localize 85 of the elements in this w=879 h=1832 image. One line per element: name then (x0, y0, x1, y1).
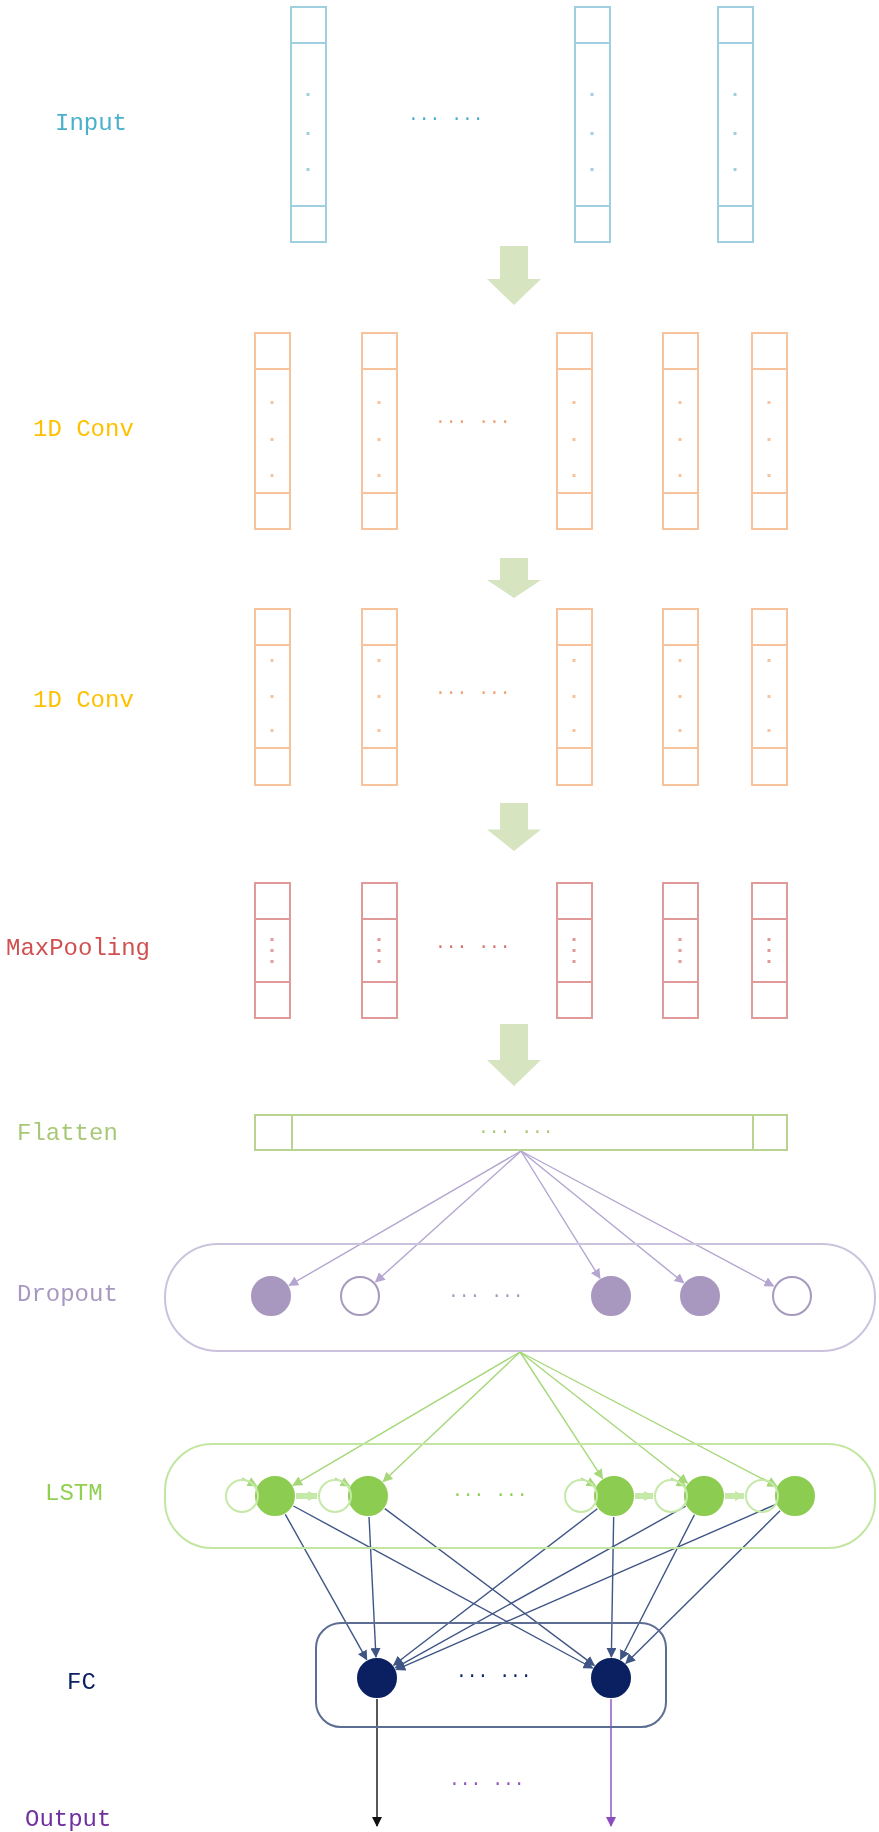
ellipsis: ··· ··· (435, 684, 511, 702)
feature-column (361, 882, 398, 1019)
arrow (520, 1150, 601, 1279)
neuron-circle (357, 1658, 397, 1698)
neuron-circle (564, 1479, 598, 1513)
layer-group-box (315, 1622, 667, 1728)
block-arrow (487, 803, 541, 851)
neuron-circle (680, 1276, 720, 1316)
layer-label: LSTM (45, 1482, 103, 1506)
neuron-circle (654, 1479, 688, 1513)
ellipsis: ··· ··· (408, 110, 484, 128)
arrow (374, 1150, 522, 1283)
neuron-circle (775, 1476, 815, 1516)
feature-column (556, 882, 593, 1019)
ellipsis: ··· ··· (478, 1123, 554, 1141)
layer-label: Dropout (17, 1283, 118, 1307)
arrow (635, 1491, 654, 1501)
neuron-circle (594, 1476, 634, 1516)
layer-label: FC (67, 1671, 96, 1695)
arrow (520, 1150, 685, 1284)
arrow (625, 1510, 781, 1664)
ellipsis: ··· ··· (448, 1287, 524, 1305)
feature-column (662, 332, 699, 530)
arrow (670, 1477, 687, 1487)
arrow (520, 1150, 775, 1287)
feature-column (290, 6, 327, 243)
neuron-circle (684, 1476, 724, 1516)
feature-column (751, 608, 788, 786)
ellipsis: ··· ··· (452, 1486, 528, 1504)
arrow (368, 1516, 381, 1658)
ellipsis: ··· ··· (435, 938, 511, 956)
neuron-circle (255, 1476, 295, 1516)
feature-column (361, 608, 398, 786)
block-arrow (487, 246, 541, 305)
neuron-circle (591, 1276, 631, 1316)
feature-column (662, 608, 699, 786)
ellipsis: ··· ··· (449, 1775, 525, 1793)
arrow (761, 1477, 778, 1487)
block-arrow (487, 558, 541, 598)
ellipsis: ··· ··· (456, 1667, 532, 1685)
arrow (292, 1505, 594, 1669)
layer-group-box (164, 1443, 876, 1549)
ellipsis: ··· ··· (435, 413, 511, 431)
neuron-circle (251, 1276, 291, 1316)
feature-column (254, 608, 291, 786)
arrow (725, 1491, 745, 1501)
feature-column (556, 332, 593, 530)
arrow (284, 1513, 368, 1661)
layer-label: 1D Conv (33, 689, 134, 713)
arrow (334, 1477, 351, 1487)
layer-label: Input (55, 112, 127, 136)
flatten-bar (254, 1114, 788, 1151)
feature-column (361, 332, 398, 530)
feature-column (574, 6, 611, 243)
arrow (296, 1491, 318, 1501)
neuron-circle (225, 1479, 259, 1513)
arrow (606, 1516, 617, 1658)
neuron-circle (591, 1658, 631, 1698)
feature-column (662, 882, 699, 1019)
feature-column (254, 882, 291, 1019)
arrow (519, 1351, 689, 1484)
arrow (241, 1477, 258, 1487)
feature-column (751, 332, 788, 530)
layer-group-box (164, 1243, 876, 1352)
layer-label: Output (25, 1808, 112, 1832)
neuron-circle (348, 1476, 388, 1516)
layer-label: MaxPooling (6, 937, 151, 961)
arrow (606, 1698, 616, 1827)
layer-label: 1D Conv (33, 418, 134, 442)
feature-column (751, 882, 788, 1019)
neuron-circle (340, 1276, 380, 1316)
block-arrow (487, 1024, 541, 1086)
feature-column (556, 608, 593, 786)
arrow (580, 1477, 597, 1487)
feature-column (717, 6, 754, 243)
arrow (372, 1698, 382, 1827)
feature-column (254, 332, 291, 530)
arrow (619, 1514, 696, 1661)
arrow (394, 1505, 687, 1669)
layer-label: Flatten (17, 1122, 118, 1146)
arrow (382, 1351, 521, 1483)
neuron-circle (318, 1479, 352, 1513)
arrow (519, 1351, 604, 1480)
neuron-circle (772, 1276, 812, 1316)
neuron-circle (745, 1479, 779, 1513)
